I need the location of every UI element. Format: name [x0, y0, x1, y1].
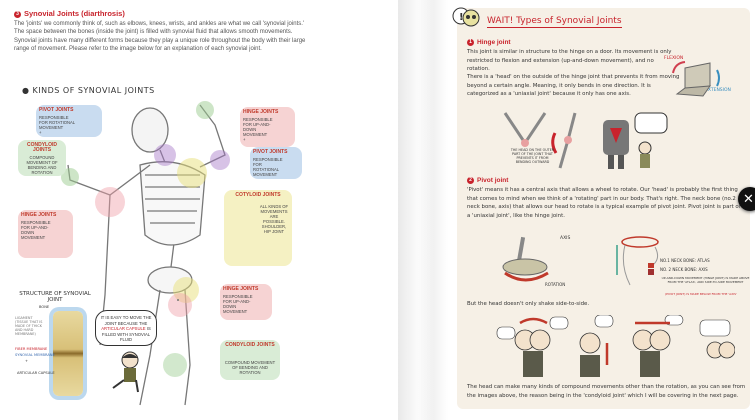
head-movement-illustration	[496, 315, 735, 377]
label-text: COMPOUND MOVEMENT OF BENDING AND ROTATIO…	[224, 360, 276, 375]
pivot-note-2: (PIVOT JOINT) IS MADE BELOW FROM THE 'AX…	[665, 292, 737, 296]
label-title: HINGE JOINTS	[243, 109, 279, 115]
skull-icon: !	[452, 7, 480, 27]
speech-bubble: IT IS EASY TO MOVE THE JOINT BECAUSE THE…	[95, 310, 157, 346]
hinge-title: Hinge joint	[477, 39, 511, 46]
atlas-label: NO.1 NECK BONE: ATLAS	[660, 258, 710, 263]
label-title: PIVOT JOINTS	[253, 149, 288, 155]
label-pivot-joints-left: PIVOT JOINTS RESPONSIBLE FOR ROTATIONAL M…	[36, 105, 102, 137]
panel-title-highlight: Joints	[596, 16, 622, 26]
panel-title-text: WAIT! Types of Synovial	[487, 16, 595, 26]
label-hinge-joints-low-right: HINGE JOINTS RESPONSIBLE FOR UP-AND-DOWN …	[220, 284, 272, 320]
label-text: RESPONSIBLE FOR UP-AND-DOWN MOVEMENT	[223, 294, 253, 314]
pivot-number: 2	[467, 177, 474, 184]
pivot-joint-illustration	[502, 236, 659, 286]
figure-title: ● KINDS OF SYNOVIAL JOINTS	[22, 86, 155, 95]
label-plus: +	[243, 137, 246, 142]
joint-graphic	[53, 311, 83, 396]
pivot-title: Pivot joint	[477, 177, 509, 184]
label-hinge-joints-top-right: HINGE JOINTS RESPONSIBLE FOR UP-AND-DOWN …	[240, 107, 295, 147]
label-title: HINGE JOINTS	[21, 212, 57, 218]
hinge-paragraph-1: This joint is similar in structure to th…	[467, 49, 672, 73]
label-fiber-membrane: FIBER MEMBRANE	[15, 347, 48, 351]
label-pivot-joints-right: PIVOT JOINTS RESPONSIBLE FOR ROTATIONAL M…	[250, 147, 302, 179]
hinge-caption: THE HEAD ON THE OUTER PART OF THE JOINT …	[510, 148, 555, 164]
page-gutter	[398, 0, 448, 420]
label-ligament: LIGAMENT (TISSUE THAT IS MADE OF THICK A…	[15, 316, 43, 336]
label-title: CONDYLOID JOINTS	[225, 342, 275, 348]
label-cotyloid-joints: COTYLOID JOINTS ALL KINDS OF MOVEMENTS AR…	[224, 190, 292, 266]
label-plus: +	[25, 359, 29, 363]
hinge-joint-illustration	[503, 112, 668, 169]
pivot-paragraph-2: But the head doesn't only shake side-to-…	[467, 301, 590, 307]
label-title: COTYLOID JOINTS	[235, 192, 281, 198]
label-title: HINGE JOINTS	[223, 286, 259, 292]
label-hinge-joints-left: HINGE JOINTS RESPONSIBLE FOR UP-AND-DOWN …	[18, 210, 73, 258]
figure-title-text: KINDS OF SYNOVIAL JOINTS	[32, 86, 155, 95]
pivot-note-1: UP-AND-DOWN MOVEMENT (HINGE JOINT) IS MA…	[661, 276, 750, 284]
skeleton-illustration	[61, 101, 230, 406]
label-condyloid-joints-left: CONDYLOID JOINTS COMPOUND MOVEMENT OF BEN…	[18, 140, 66, 176]
flexion-label: FLEXION	[664, 56, 684, 61]
label-synovial-membrane: SYNOVIAL MEMBRANE	[15, 353, 55, 357]
label-bone: BONE	[39, 305, 50, 309]
bubble-highlight: ARTICULAR CAPSULE	[101, 326, 146, 331]
label-title: PIVOT JOINTS	[39, 107, 74, 113]
section-title-text: Synovial Joints (diarthrosis)	[24, 9, 125, 18]
section-number: 3	[14, 11, 21, 18]
label-text: RESPONSIBLE FOR UP-AND-DOWN MOVEMENT	[243, 117, 273, 137]
label-title: CONDYLOID JOINTS	[27, 142, 57, 153]
label-plus: +	[39, 130, 42, 135]
section-body: The 'joints' we commonly think of, such …	[14, 21, 306, 53]
label-articular-capsule: ARTICULAR CAPSULE	[17, 371, 55, 375]
structure-title: STRUCTURE OF SYNOVIAL JOINT	[19, 291, 91, 303]
axis-bone-label: NO. 2 NECK BONE: AXIS	[660, 267, 708, 272]
hinge-paragraph-2: There is a 'head' on the outside of the …	[467, 74, 680, 98]
extension-label: EXTENSION	[705, 88, 731, 93]
pivot-paragraph-1: 'Pivot' means it has a central axis that…	[467, 187, 741, 219]
label-text: COMPOUND MOVEMENT OF BENDING AND ROTATIO…	[26, 155, 58, 175]
label-text: RESPONSIBLE FOR ROTATIONAL MOVEMENT	[253, 157, 283, 177]
svg-text:!: !	[459, 12, 464, 23]
label-condyloid-joints-low: CONDYLOID JOINTS COMPOUND MOVEMENT OF BEN…	[220, 340, 280, 380]
axis-label: AXIS	[560, 236, 571, 241]
label-text: RESPONSIBLE FOR UP-AND-DOWN MOVEMENT	[21, 220, 51, 240]
bubble-text: IS FILLED WITH SYNOVIAL FLUID	[101, 326, 151, 342]
label-text: ALL KINDS OF MOVEMENTS ARE POSSIBLE. SHO…	[259, 204, 289, 234]
label-text: RESPONSIBLE FOR ROTATIONAL MOVEMENT	[39, 115, 75, 130]
hinge-number: 1	[467, 39, 474, 46]
character-illustration	[112, 351, 139, 393]
bubble-text: IT IS EASY TO MOVE THE JOINT BECAUSE THE	[100, 315, 152, 326]
joint-structure-figure: STRUCTURE OF SYNOVIAL JOINT BONE LIGAMEN…	[15, 291, 105, 396]
rotation-label: ROTATION	[545, 282, 566, 287]
door-hinge-illustration	[672, 61, 720, 97]
close-button[interactable]: ✕	[738, 187, 755, 211]
pivot-paragraph-3: The head can make many kinds of compound…	[467, 384, 746, 399]
panel-title: WAIT! Types of Synovial Joints	[487, 16, 622, 28]
